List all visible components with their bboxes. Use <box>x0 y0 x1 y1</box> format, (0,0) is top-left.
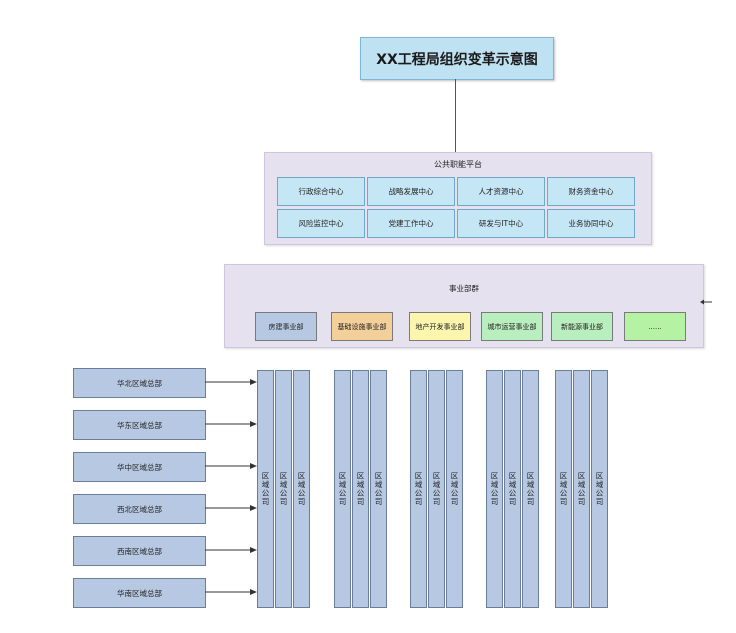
region-company-label: 区域公司 <box>450 472 459 506</box>
public-platform-title: 公共职能平台 <box>434 160 482 169</box>
public-item: 行政综合中心 <box>277 177 365 206</box>
division-box: ...... <box>624 312 686 341</box>
business-group-panel: 事业部群 房建事业部 基础设施事业部 地产开发事业部 城市运营事业部 新能源事业… <box>224 264 704 348</box>
region-hq-box: 西南区域总部 <box>73 536 206 566</box>
region-company-label: 区域公司 <box>577 472 586 506</box>
public-item: 研发与IT中心 <box>457 209 545 238</box>
region-hq-box: 西北区域总部 <box>73 494 206 524</box>
arrow-right-icon <box>205 463 257 469</box>
public-item: 战略发展中心 <box>367 177 455 206</box>
region-company-column: 区域公司 <box>293 370 310 608</box>
region-company-column: 区域公司 <box>504 370 521 608</box>
region-company-column: 区域公司 <box>370 370 387 608</box>
region-company-label: 区域公司 <box>297 472 306 506</box>
title-connector <box>455 79 456 152</box>
public-item: 风险监控中心 <box>277 209 365 238</box>
region-company-column: 区域公司 <box>446 370 463 608</box>
region-company-column: 区域公司 <box>257 370 274 608</box>
public-item: 财务资金中心 <box>547 177 635 206</box>
region-company-label: 区域公司 <box>508 472 517 506</box>
arrow-right-icon <box>205 379 257 385</box>
public-item: 业务协同中心 <box>547 209 635 238</box>
business-group-title: 事业部群 <box>449 284 479 293</box>
region-company-column: 区域公司 <box>275 370 292 608</box>
diagram-title: XX工程局组织变革示意图 <box>360 37 554 80</box>
arrow-right-icon <box>205 589 257 595</box>
region-company-column: 区域公司 <box>428 370 445 608</box>
division-box: 房建事业部 <box>255 312 317 341</box>
public-item: 党建工作中心 <box>367 209 455 238</box>
region-company-column: 区域公司 <box>591 370 608 608</box>
region-company-column: 区域公司 <box>334 370 351 608</box>
region-company-label: 区域公司 <box>356 472 365 506</box>
region-company-column: 区域公司 <box>555 370 572 608</box>
region-company-label: 区域公司 <box>414 472 423 506</box>
region-company-column: 区域公司 <box>410 370 427 608</box>
arrow-right-icon <box>205 547 257 553</box>
region-hq-box: 华南区域总部 <box>73 578 206 608</box>
division-box: 地产开发事业部 <box>409 312 471 341</box>
region-hq-box: 华东区域总部 <box>73 410 206 440</box>
region-company-column: 区域公司 <box>522 370 539 608</box>
region-company-column: 区域公司 <box>486 370 503 608</box>
division-box: 基础设施事业部 <box>331 312 393 341</box>
region-company-column: 区域公司 <box>352 370 369 608</box>
arrow-right-icon <box>205 421 257 427</box>
region-hq-box: 华北区域总部 <box>73 368 206 398</box>
region-company-label: 区域公司 <box>338 472 347 506</box>
incoming-arrow-icon <box>700 299 712 305</box>
arrow-right-icon <box>205 505 257 511</box>
region-hq-box: 华中区域总部 <box>73 452 206 482</box>
region-company-label: 区域公司 <box>595 472 604 506</box>
region-company-label: 区域公司 <box>432 472 441 506</box>
region-company-label: 区域公司 <box>490 472 499 506</box>
region-company-label: 区域公司 <box>374 472 383 506</box>
region-company-label: 区域公司 <box>279 472 288 506</box>
region-company-column: 区域公司 <box>573 370 590 608</box>
public-platform-panel: 公共职能平台 行政综合中心 战略发展中心 人才资源中心 财务资金中心 风险监控中… <box>264 152 652 245</box>
region-company-label: 区域公司 <box>559 472 568 506</box>
region-company-label: 区域公司 <box>526 472 535 506</box>
public-item: 人才资源中心 <box>457 177 545 206</box>
division-box: 新能源事业部 <box>551 312 613 341</box>
region-company-label: 区域公司 <box>261 472 270 506</box>
division-box: 城市运营事业部 <box>481 312 543 341</box>
